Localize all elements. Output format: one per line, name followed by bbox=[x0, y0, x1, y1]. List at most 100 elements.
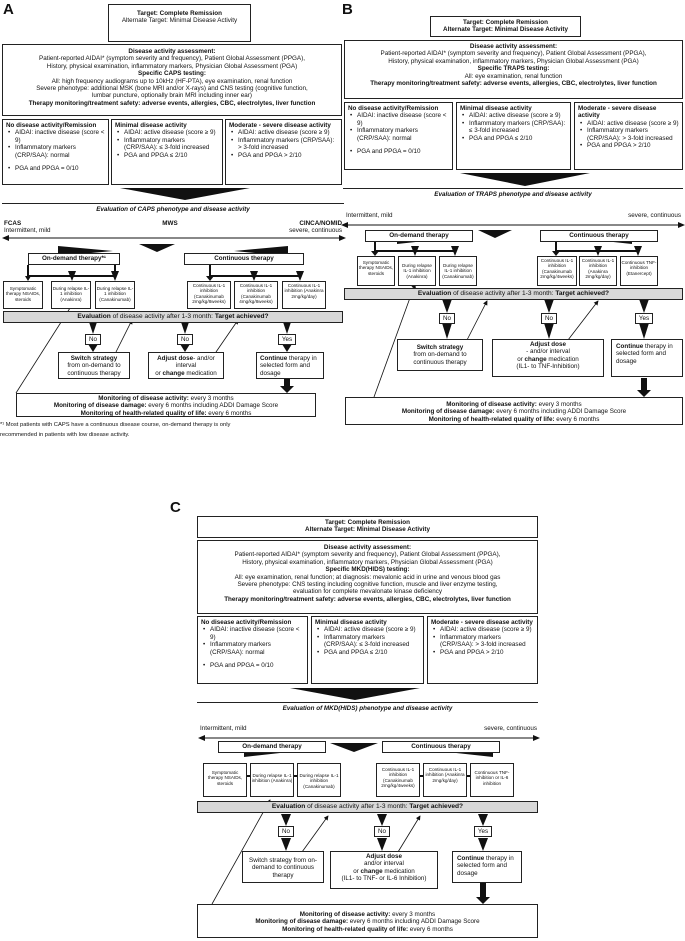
alt-target-line: Alternate Target: Minimal Disease Activi… bbox=[305, 526, 430, 534]
evaluation-bar: Evaluation of disease activity after 1-3… bbox=[3, 311, 343, 323]
continue-desc: therapy in selected form and dosage bbox=[457, 855, 514, 877]
no-box: No bbox=[541, 313, 557, 324]
phenotype-title: Evaluation of MKD(HIDS) phenotype and di… bbox=[282, 705, 453, 712]
continue-therapy-box: Continue therapy in selected form and do… bbox=[452, 851, 522, 883]
activity-box-severe: Moderate - severe disease activity AIDAI… bbox=[574, 102, 683, 170]
phenotype-section: Evaluation of MKD(HIDS) phenotype and di… bbox=[197, 702, 538, 712]
activity-item: PGA and PPGA > 2/10 bbox=[433, 649, 534, 657]
switch-strategy-box: Switch strategy from on-demand to contin… bbox=[58, 352, 130, 379]
activity-title: Minimal disease activity bbox=[315, 619, 387, 626]
monitor-label: Monitoring of disease activity: bbox=[446, 401, 537, 408]
activity-item: Inflammatory markers (CRP/SAA): > 3-fold… bbox=[231, 137, 338, 152]
no-box: No bbox=[177, 334, 193, 345]
evaluation-bar: Evaluation of disease activity after 1-3… bbox=[344, 288, 683, 300]
specific-testing-line: lumbar puncture, optionally brain MRI in… bbox=[92, 92, 252, 100]
activity-item: AIDAI: active disease (score ≥ 9) bbox=[433, 626, 534, 634]
activity-title: No disease activity/Remission bbox=[201, 619, 292, 626]
therapy-box: Continuous TNF-inhibition or IL-6 inhibi… bbox=[470, 763, 514, 797]
monitor-label: Monitoring of health-related quality of … bbox=[282, 925, 409, 933]
activity-item: PGA and PPGA = 0/10 bbox=[350, 148, 449, 156]
monitor-value: every 6 months including ADDI Damage Sco… bbox=[146, 402, 279, 410]
monitor-label: Monitoring of disease activity: bbox=[98, 395, 189, 402]
evaluation-text: of disease activity after 1-3 month: bbox=[451, 290, 556, 297]
specific-testing-line: evaluation for complete mevalonate kinas… bbox=[292, 588, 443, 596]
no-box: No bbox=[278, 826, 294, 837]
activity-box-severe: Moderate - severe disease activity AIDAI… bbox=[427, 616, 538, 684]
adjust-title: Adjust dose bbox=[529, 341, 567, 348]
activity-item: PGA and PPGA ≤ 2/10 bbox=[317, 649, 420, 657]
adjust-change: change bbox=[524, 355, 547, 363]
specific-testing-title: Specific CAPS testing: bbox=[138, 70, 206, 78]
activity-item: AIDAI: inactive disease (score < 9) bbox=[8, 129, 105, 144]
activity-item: AIDAI: active disease (score ≥ 9) bbox=[231, 129, 338, 137]
panel-letter: C bbox=[170, 499, 181, 516]
assessment-box: Disease activity assessment: Patient-rep… bbox=[197, 540, 538, 614]
activity-title: No disease activity/Remission bbox=[6, 122, 97, 129]
activity-item: AIDAI: inactive disease (score < 9) bbox=[350, 112, 449, 127]
assessment-title: Disease activity assessment: bbox=[128, 48, 216, 55]
adjust-dose-box: Adjust dose- and/or interval or change m… bbox=[148, 352, 224, 379]
activity-title: Moderate - severe disease activity bbox=[431, 619, 533, 626]
activity-item: AIDAI: active disease (score ≥ 9) bbox=[117, 129, 219, 137]
activity-item: Inflammatory markers (CRP/SAA): ≤ 3-fold… bbox=[317, 634, 420, 649]
yes-box: Yes bbox=[635, 313, 653, 324]
monitor-value: every 6 months bbox=[206, 409, 252, 417]
footnote: *¹ Most patients with CAPS have a contin… bbox=[0, 420, 345, 440]
adjust-change: change bbox=[360, 867, 383, 875]
activity-box-minimal: Minimal disease activity AIDAI: active d… bbox=[456, 102, 571, 170]
switch-desc: from on-demand to continuous therapy bbox=[413, 351, 467, 366]
footnote-line: *¹ Most patients with CAPS have a contin… bbox=[0, 422, 231, 428]
therapy-box: Continuous IL-1 inhibition (Canakinumab … bbox=[537, 256, 577, 286]
activity-item: PGA and PPGA = 0/10 bbox=[203, 662, 304, 670]
phenotype-left-desc: Intermittent, mild bbox=[346, 212, 393, 219]
monitor-value: every 3 months bbox=[188, 395, 234, 402]
ondemand-therapy-box: On-demand therapy*¹ bbox=[28, 253, 120, 265]
evaluation-question: Target achieved? bbox=[409, 803, 464, 810]
continue-title: Continue bbox=[616, 343, 644, 350]
therapy-box: Continuous IL-1 inhibition (Anakinra 2mg… bbox=[282, 281, 326, 309]
monitoring-box: Monitoring of disease activity: every 3 … bbox=[345, 397, 683, 425]
phenotype-left-name: FCAS bbox=[4, 220, 22, 227]
monitor-label: Monitoring of disease damage: bbox=[53, 402, 147, 410]
therapy-box: Symptomatic therapy NSAIDs, steroids bbox=[3, 281, 43, 309]
monitor-value: every 6 months including ADDI Damage Sco… bbox=[348, 918, 480, 926]
therapy-box: During relapse IL-1 inhibition (Anakinra… bbox=[398, 256, 436, 286]
target-line: Target: Complete Remission bbox=[137, 10, 222, 17]
activity-item: PGA and PPGA ≤ 2/10 bbox=[462, 135, 567, 143]
activity-box-minimal: Minimal disease activity AIDAI: active d… bbox=[311, 616, 424, 684]
panel-letter: A bbox=[3, 1, 14, 18]
continuous-therapy-box: Continuous therapy bbox=[184, 253, 304, 265]
panel-letter: B bbox=[342, 1, 353, 18]
assessment-line: Patient-reported AIDAI* (symptom severit… bbox=[234, 551, 501, 559]
switch-desc: from on-demand to continuous therapy bbox=[67, 362, 121, 377]
monitor-label: Monitoring of disease activity: bbox=[299, 911, 391, 918]
activity-item: Inflammatory markers (CRP/SAA): normal bbox=[8, 144, 105, 159]
monitor-label: Monitoring of disease damage: bbox=[401, 408, 495, 416]
phenotype-title: Evaluation of CAPS phenotype and disease… bbox=[96, 206, 250, 213]
phenotype-right-name: CINCA/NOMID bbox=[299, 220, 342, 227]
adjust-text: (IL1- to TNF-Inhibition) bbox=[516, 363, 580, 371]
adjust-text: (IL1- to TNF- or IL-6 Inhibition) bbox=[341, 875, 427, 883]
phenotype-right-desc: severe, continuous bbox=[484, 725, 537, 732]
specific-testing-line: Severe phenotype: additional MSK (bone M… bbox=[36, 85, 308, 93]
continue-desc: therapy in selected form and dosage bbox=[616, 343, 673, 365]
adjust-text: medication bbox=[184, 369, 217, 377]
activity-title: No disease activity/Remission bbox=[348, 105, 439, 112]
specific-testing-line: All: eye examination, renal function bbox=[464, 72, 563, 80]
monitoring-box: Monitoring of disease activity: every 3 … bbox=[16, 393, 316, 417]
assessment-box: Disease activity assessment: Patient-rep… bbox=[344, 40, 683, 99]
activity-title: Moderate - severe disease activity bbox=[578, 105, 657, 120]
activity-item: Inflammatory markers (CRP/SAA): normal bbox=[203, 641, 304, 656]
phenotype-left-desc: Intermittent, mild bbox=[200, 725, 247, 732]
phenotype-right-desc: severe, continuous bbox=[628, 212, 681, 219]
adjust-text: medication bbox=[546, 355, 579, 363]
continue-desc: therapy in selected form and dosage bbox=[260, 355, 317, 377]
therapy-box: Continuous IL-1 inhibition (Anakinra 2mg… bbox=[579, 256, 617, 286]
ondemand-therapy-box: On-demand therapy bbox=[365, 230, 473, 242]
yes-box: Yes bbox=[474, 826, 492, 837]
continuous-therapy-box: Continuous therapy bbox=[382, 741, 500, 753]
big-arrow-a1 bbox=[120, 188, 250, 200]
specific-testing-line: Severe phenotype: CNS testing including … bbox=[237, 581, 498, 589]
activity-item: Inflammatory markers (CRP/SAA): normal bbox=[350, 127, 449, 142]
phenotype-section: Evaluation of TRAPS phenotype and diseas… bbox=[343, 188, 683, 198]
